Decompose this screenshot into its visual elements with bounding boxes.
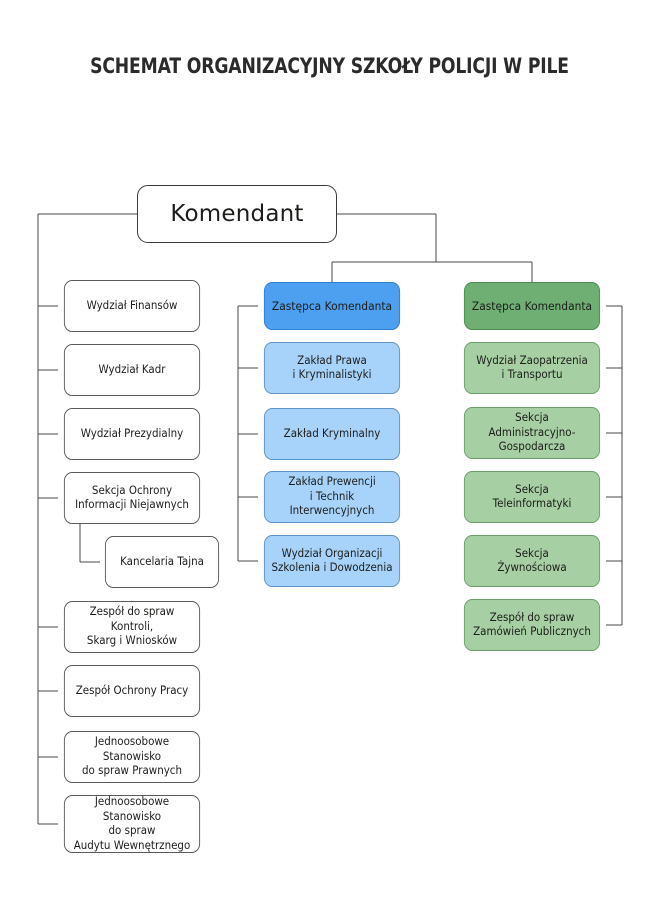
- node-sekcja-ochrony-informacji-niejawnych[interactable]: Sekcja Ochrony Informacji Niejawnych: [63, 472, 201, 524]
- node-label: Sekcja Administracyjno- Gospodarcza: [488, 411, 576, 454]
- node-label: Zespół do spraw Zamówień Publicznych: [473, 610, 591, 639]
- node-sekcja-administracyjno-gospodarcza[interactable]: Sekcja Administracyjno- Gospodarcza: [463, 407, 601, 459]
- node-label: Zakład Prewencji i Technik Interwencyjny…: [288, 475, 376, 518]
- node-wydzial-kadr[interactable]: Wydział Kadr: [63, 344, 201, 396]
- node-zaklad-prewencji-i-technik-interwencyjnych[interactable]: Zakład Prewencji i Technik Interwencyjny…: [263, 471, 401, 523]
- node-label: Jednoosobowe Stanowisko do spraw Audytu …: [73, 795, 191, 852]
- node-label: Komendant: [170, 201, 304, 227]
- node-label: Zastępca Komendanta: [471, 298, 593, 313]
- node-komendant[interactable]: Komendant: [137, 185, 337, 243]
- node-zastepca-komendanta-green[interactable]: Zastępca Komendanta: [463, 282, 601, 330]
- node-label: Zakład Kryminalny: [283, 426, 381, 440]
- node-zespol-zamowien-publicznych[interactable]: Zespół do spraw Zamówień Publicznych: [463, 599, 601, 651]
- node-label: Zespół do spraw Kontroli, Skarg i Wniosk…: [86, 605, 178, 648]
- node-kancelaria-tajna[interactable]: Kancelaria Tajna: [104, 536, 220, 588]
- node-label: Sekcja Żywnościowa: [497, 546, 567, 575]
- node-zastepca-komendanta-blue[interactable]: Zastępca Komendanta: [263, 282, 401, 330]
- node-label: Zespół Ochrony Pracy: [75, 683, 189, 697]
- node-label: Sekcja Ochrony Informacji Niejawnych: [75, 483, 189, 512]
- node-stanowisko-prawne[interactable]: Jednoosobowe Stanowisko do spraw Prawnyc…: [63, 731, 201, 783]
- node-label: Sekcja Teleinformatyki: [492, 482, 572, 511]
- page-title: SCHEMAT ORGANIZACYJNY SZKOŁY POLICJI W P…: [90, 54, 569, 79]
- node-label: Wydział Zaopatrzenia i Transportu: [476, 353, 588, 382]
- node-label: Zastępca Komendanta: [271, 298, 393, 313]
- node-wydzial-organizacji-szkolenia-i-dowodzenia[interactable]: Wydział Organizacji Szkolenia i Dowodzen…: [263, 535, 401, 587]
- node-wydzial-finansow[interactable]: Wydział Finansów: [63, 280, 201, 332]
- node-label: Kancelaria Tajna: [120, 554, 204, 568]
- node-label: Wydział Kadr: [98, 362, 166, 376]
- node-zespol-ochrony-pracy[interactable]: Zespół Ochrony Pracy: [63, 665, 201, 717]
- node-zaklad-prawa-i-kryminalistyki[interactable]: Zakład Prawa i Kryminalistyki: [263, 342, 401, 394]
- node-stanowisko-audytu-wewnetrznego[interactable]: Jednoosobowe Stanowisko do spraw Audytu …: [63, 795, 201, 853]
- node-label: Wydział Organizacji Szkolenia i Dowodzen…: [271, 546, 393, 575]
- node-zaklad-kryminalny[interactable]: Zakład Kryminalny: [263, 408, 401, 460]
- node-sekcja-teleinformatyki[interactable]: Sekcja Teleinformatyki: [463, 471, 601, 523]
- node-label: Wydział Prezydialny: [80, 426, 184, 440]
- node-label: Wydział Finansów: [86, 298, 178, 312]
- node-label: Jednoosobowe Stanowisko do spraw Prawnyc…: [81, 735, 182, 778]
- node-wydzial-prezydialny[interactable]: Wydział Prezydialny: [63, 408, 201, 460]
- node-zespol-kontroli-skarg-wnioskow[interactable]: Zespół do spraw Kontroli, Skarg i Wniosk…: [63, 601, 201, 653]
- node-label: Zakład Prawa i Kryminalistyki: [292, 353, 372, 382]
- node-wydzial-zaopatrzenia-i-transportu[interactable]: Wydział Zaopatrzenia i Transportu: [463, 342, 601, 394]
- node-sekcja-zywnosciowa[interactable]: Sekcja Żywnościowa: [463, 535, 601, 587]
